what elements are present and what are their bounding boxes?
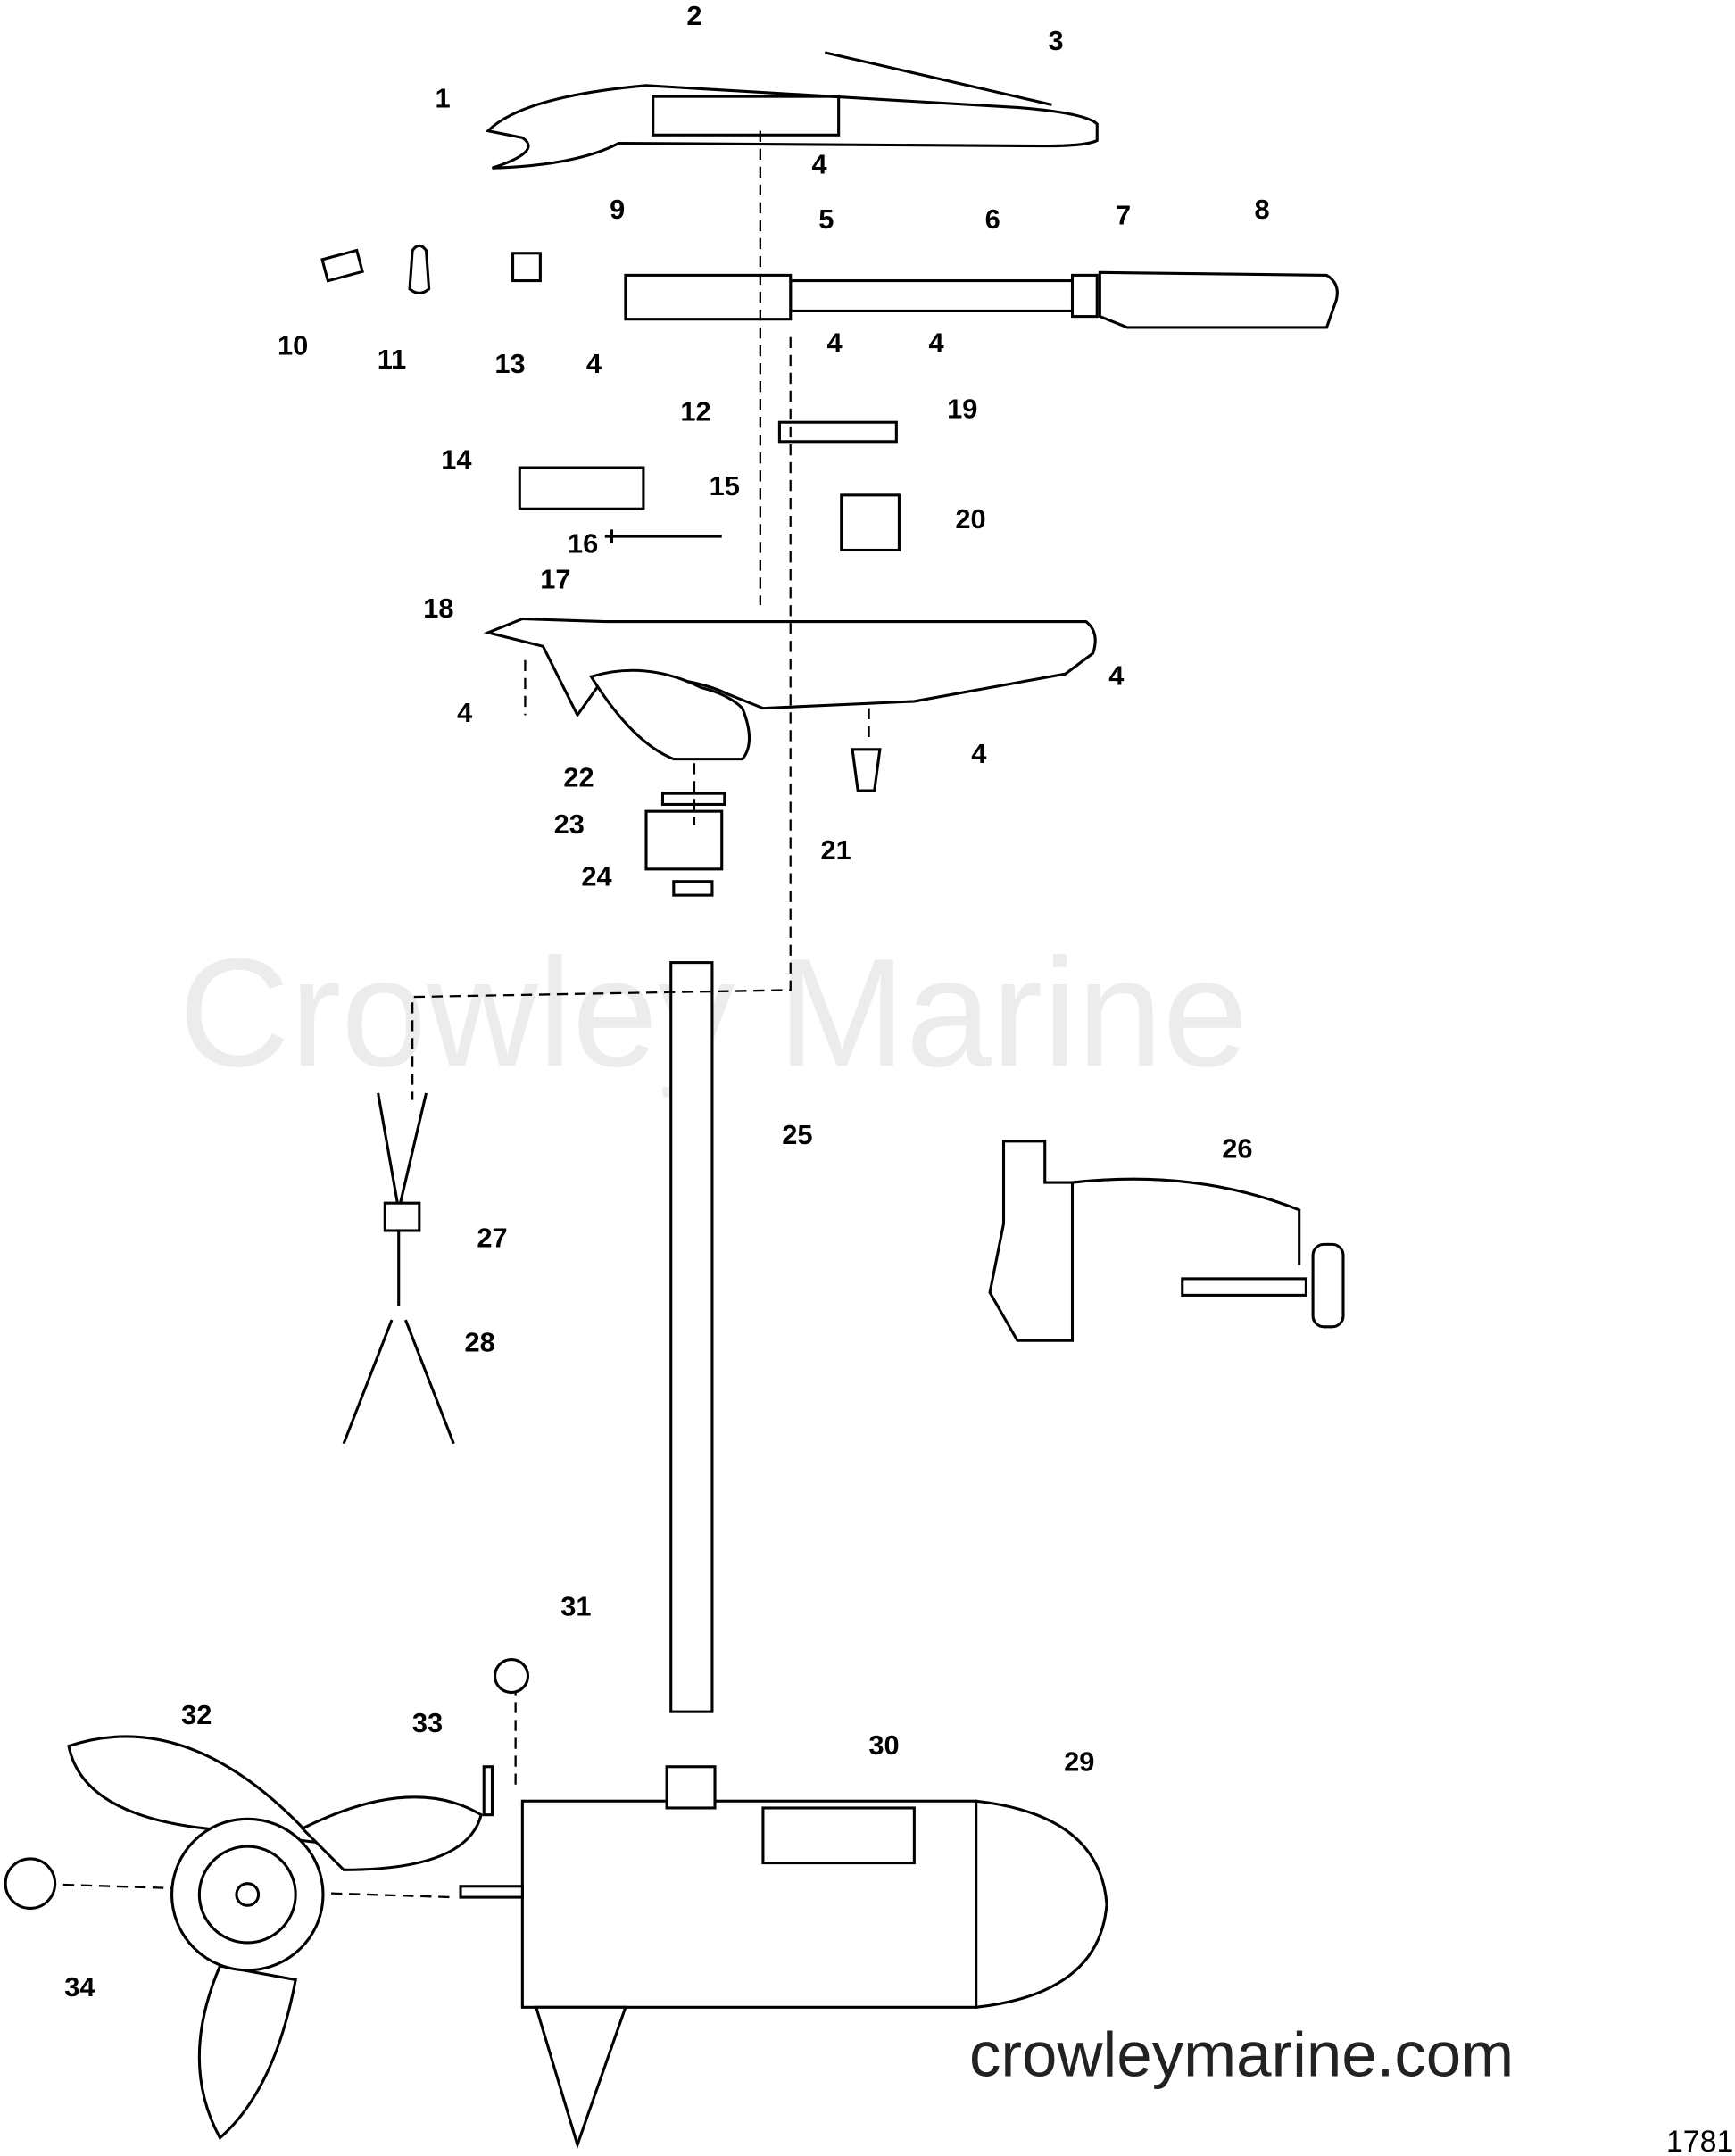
callout-label: 20 xyxy=(955,503,985,535)
figure-number: 1781 xyxy=(1666,2125,1733,2156)
callout-label: 4 xyxy=(826,328,842,359)
callout-label: 18 xyxy=(423,593,453,624)
collar xyxy=(644,809,724,871)
callout-label: 17 xyxy=(540,564,570,595)
callout-label: 32 xyxy=(181,1699,212,1730)
callout-label: 26 xyxy=(1222,1132,1252,1164)
callout-label: 11 xyxy=(378,344,407,375)
callout-label: 23 xyxy=(554,808,585,840)
callout-label: 8 xyxy=(1255,194,1270,225)
callout-label: 7 xyxy=(1116,199,1131,230)
callout-label: 16 xyxy=(568,528,598,560)
callout-label: 13 xyxy=(494,348,525,379)
callout-label: 5 xyxy=(818,203,834,235)
callout-label: 4 xyxy=(928,328,943,359)
callout-label: 15 xyxy=(710,470,740,502)
propeller xyxy=(67,1735,483,2141)
callout-label: 21 xyxy=(820,834,851,866)
washer xyxy=(494,1658,530,1695)
drive-pin xyxy=(482,1765,494,1817)
bolt xyxy=(604,529,722,543)
tiller-handle xyxy=(320,244,1339,329)
callout-label: 25 xyxy=(782,1119,812,1150)
callout-label: 10 xyxy=(278,330,308,361)
callout-label: 34 xyxy=(64,1971,95,2003)
callout-label: 27 xyxy=(477,1222,507,1253)
mounting-clamp xyxy=(988,1140,1345,1342)
callout-label: 31 xyxy=(560,1590,591,1621)
callout-label: 4 xyxy=(586,348,602,379)
callout-label: 6 xyxy=(985,203,1000,235)
callout-label: 4 xyxy=(812,148,827,179)
website-watermark: crowleymarine.com xyxy=(969,2019,1514,2090)
switch xyxy=(840,493,901,552)
callout-label: 3 xyxy=(1048,25,1063,56)
callout-label: 2 xyxy=(686,0,701,31)
control-board xyxy=(518,466,645,510)
callout-label: 1 xyxy=(435,82,450,113)
callout-label: 24 xyxy=(581,860,611,891)
prop-nut xyxy=(4,1857,57,1910)
shaft xyxy=(669,961,714,1713)
callout-label: 4 xyxy=(971,738,986,769)
top-cover xyxy=(485,51,1099,170)
callout-label: 9 xyxy=(610,194,625,225)
callout-label: 33 xyxy=(412,1707,443,1738)
callout-label: 29 xyxy=(1064,1746,1094,1777)
switch-plate xyxy=(777,420,898,444)
callout-label: 12 xyxy=(680,396,710,427)
callout-label: 28 xyxy=(464,1327,494,1358)
callout-label: 22 xyxy=(563,761,594,792)
battery-leads xyxy=(342,1092,455,1445)
callout-label: 14 xyxy=(441,444,471,476)
callout-label: 19 xyxy=(947,394,977,425)
trolling-motor xyxy=(459,1765,1108,2150)
head-housing xyxy=(483,617,1097,718)
callout-label: 4 xyxy=(457,697,472,728)
callout-label: 4 xyxy=(1108,659,1124,691)
callout-label: 30 xyxy=(868,1729,899,1761)
